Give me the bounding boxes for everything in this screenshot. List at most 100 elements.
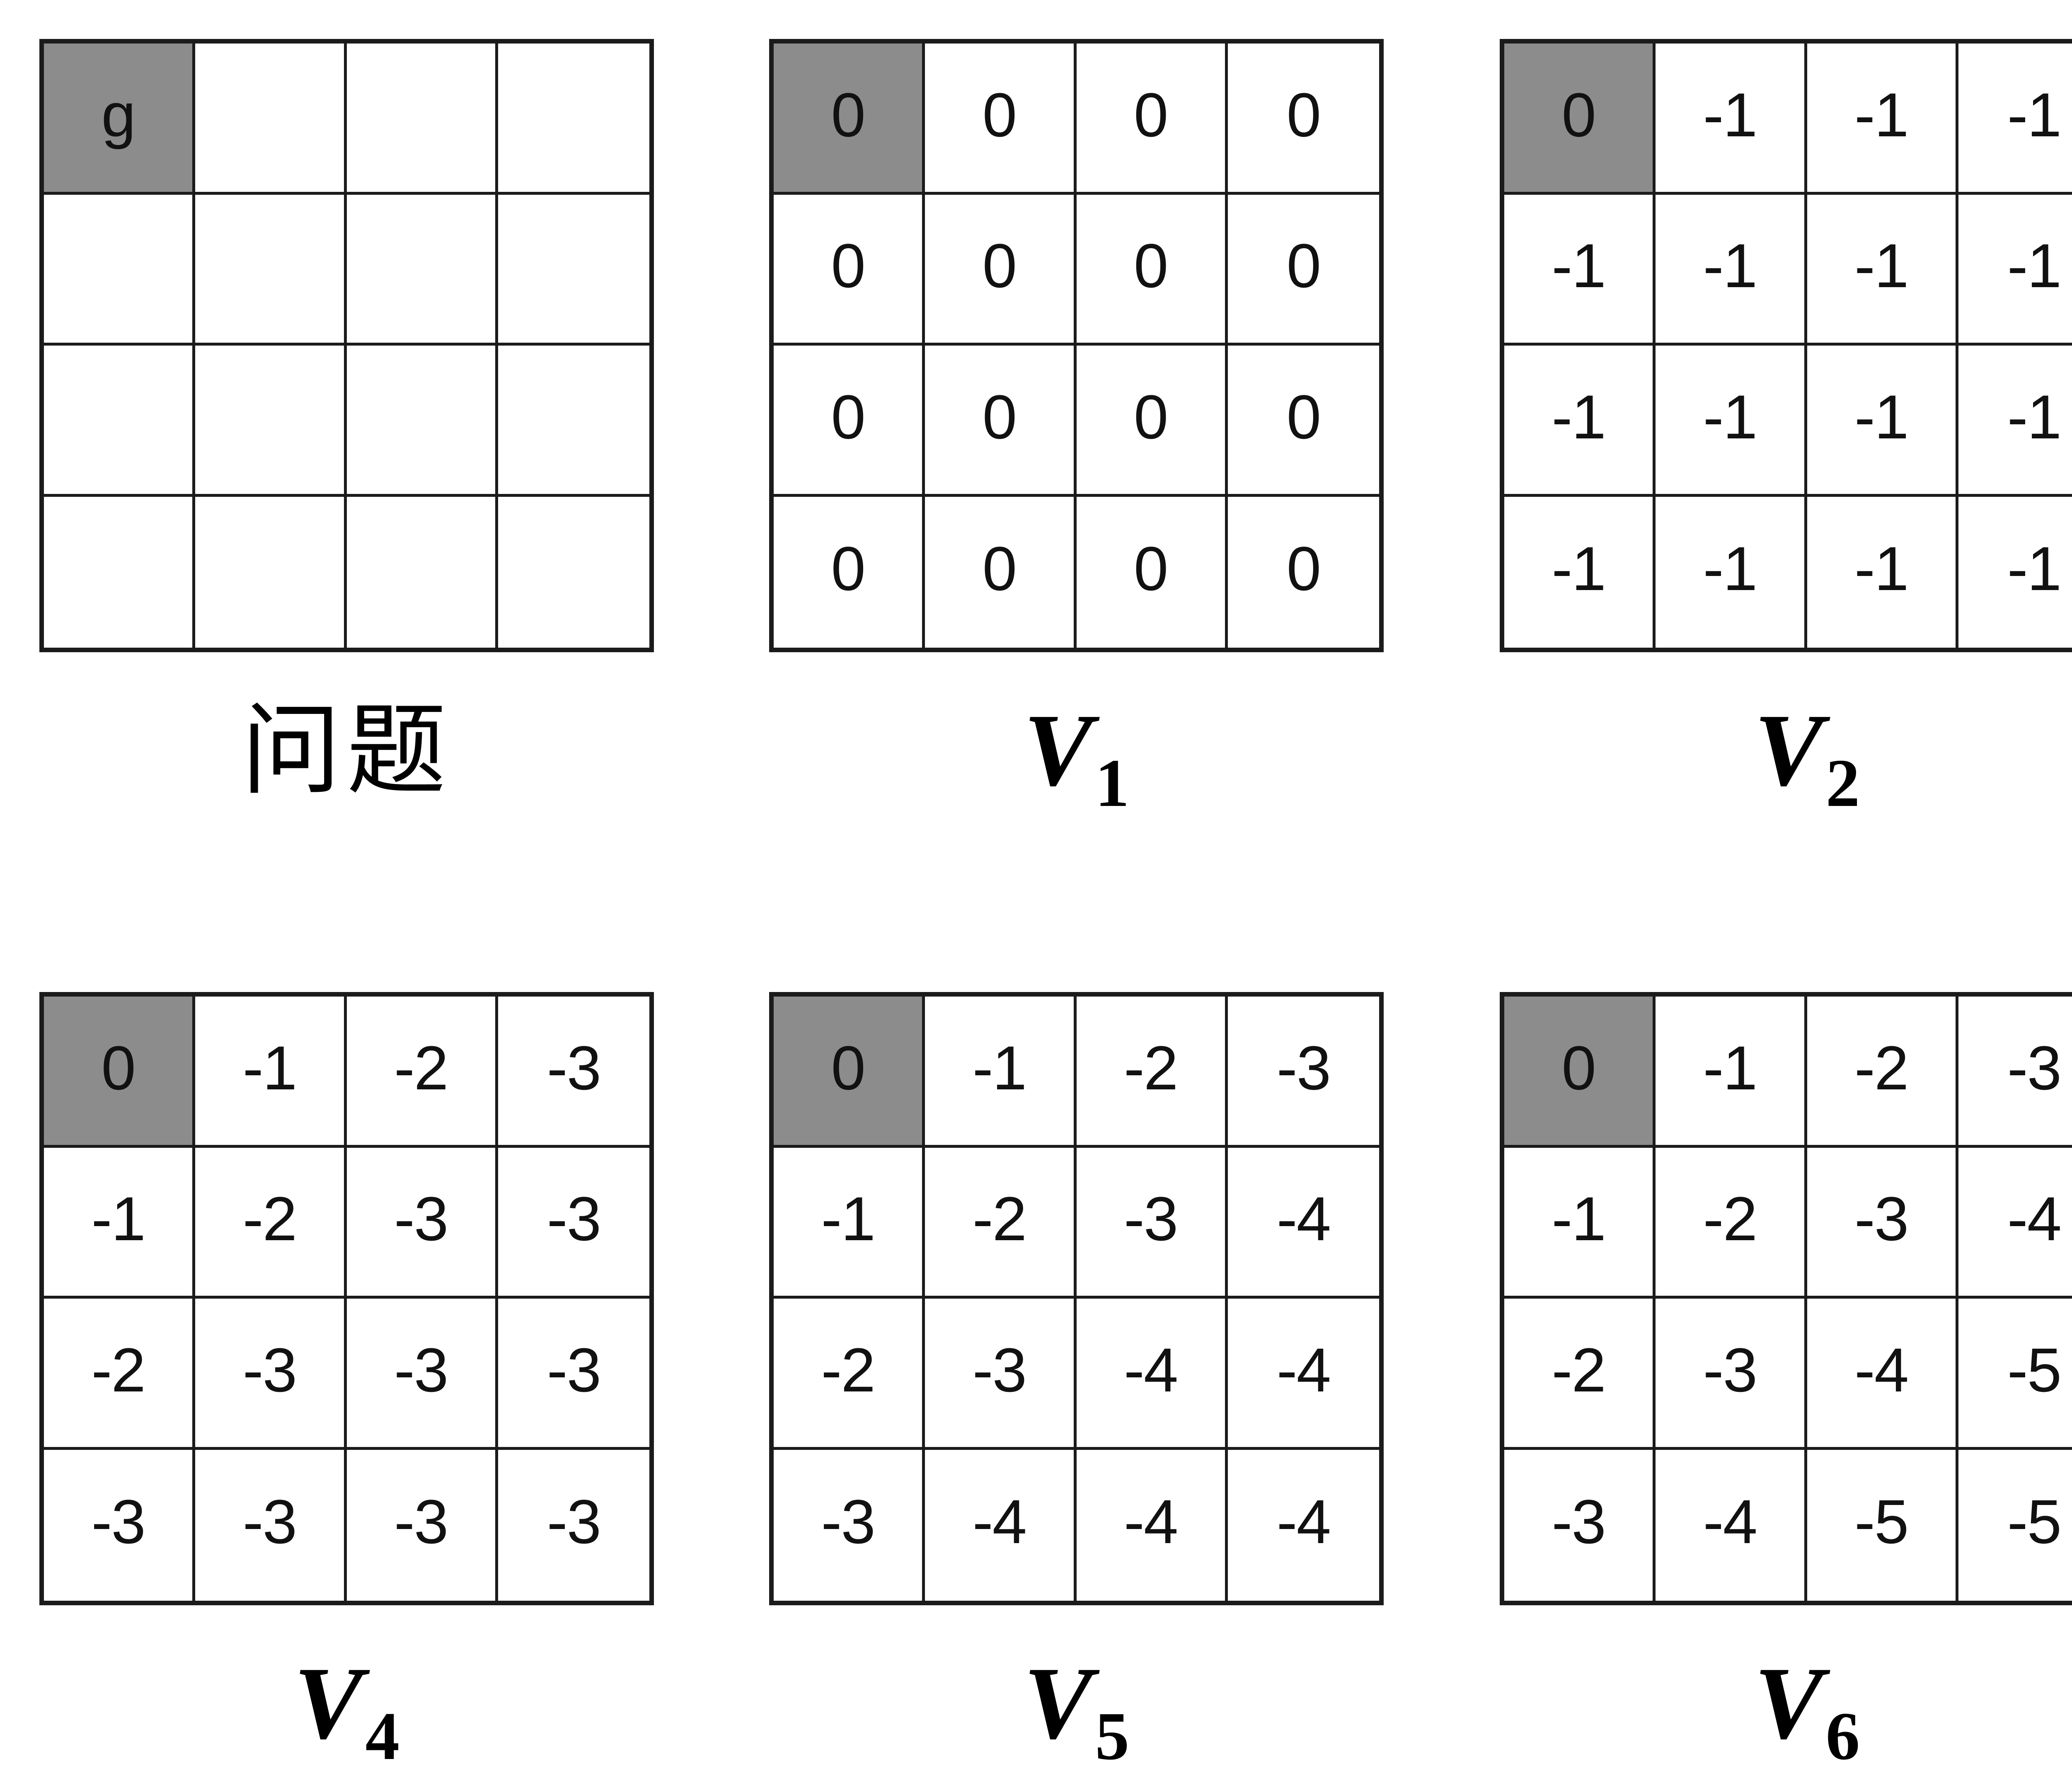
grid-cell[interactable]: -4 (1076, 1299, 1228, 1450)
grid-cell[interactable]: -3 (1656, 1299, 1807, 1450)
grid-cell[interactable]: -3 (1504, 1449, 1656, 1601)
grid-cell[interactable] (346, 346, 498, 497)
grid-cell[interactable]: -2 (44, 1299, 196, 1450)
grid-cell[interactable] (346, 44, 498, 195)
grid-cell[interactable]: -4 (1227, 1147, 1379, 1299)
grid-cell[interactable]: -4 (1227, 1449, 1379, 1601)
grid-cell[interactable]: -3 (498, 1449, 649, 1601)
grid-cell[interactable]: 0 (1227, 194, 1379, 346)
grid-cell[interactable]: 0 (1076, 496, 1228, 648)
grid-cell[interactable]: 0 (1076, 44, 1228, 195)
cell-value: 0 (831, 533, 865, 603)
grid-cell[interactable] (498, 346, 649, 497)
grid-cell[interactable]: -4 (1656, 1449, 1807, 1601)
grid-cell[interactable]: -1 (1958, 44, 2072, 195)
grid-cell[interactable]: -1 (1958, 346, 2072, 497)
grid-cell[interactable]: -3 (1958, 997, 2072, 1148)
grid-cell[interactable] (498, 496, 649, 648)
grid-cell[interactable]: -3 (346, 1299, 498, 1450)
grid-cell[interactable]: -1 (1656, 496, 1807, 648)
grid-cell[interactable]: -4 (1076, 1449, 1228, 1601)
grid-cell[interactable]: 0 (774, 346, 925, 497)
grid-cell[interactable]: -1 (1504, 1147, 1656, 1299)
grid-cell[interactable]: -1 (44, 1147, 196, 1299)
grid-cell[interactable]: -4 (1958, 1147, 2072, 1299)
grid-cell[interactable] (44, 496, 196, 648)
grid-cell[interactable] (44, 194, 196, 346)
grid-cell[interactable]: -5 (1958, 1449, 2072, 1601)
grid-cell[interactable]: -3 (195, 1449, 347, 1601)
grid-cell[interactable] (195, 496, 347, 648)
grid-cell[interactable] (195, 346, 347, 497)
grid-cell[interactable]: -2 (346, 997, 498, 1148)
grid-cell[interactable]: -1 (1504, 346, 1656, 497)
grid-cell[interactable]: -2 (774, 1299, 925, 1450)
grid-cell-shaded[interactable]: 0 (1504, 997, 1656, 1148)
grid-cell[interactable]: -2 (1076, 997, 1228, 1148)
grid-cell[interactable] (44, 346, 196, 497)
cell-value: -3 (547, 1033, 601, 1103)
grid-cell[interactable]: -1 (925, 997, 1077, 1148)
grid-cell[interactable]: 0 (1076, 194, 1228, 346)
grid-cell[interactable]: 0 (1227, 44, 1379, 195)
grid-cell[interactable]: -3 (195, 1299, 347, 1450)
grid-cell[interactable] (498, 194, 649, 346)
grid-cell[interactable]: -3 (1227, 997, 1379, 1148)
grid-cell[interactable]: 0 (925, 346, 1077, 497)
grid-cell[interactable]: 0 (925, 496, 1077, 648)
grid-cell[interactable]: 0 (774, 496, 925, 648)
grid-cell[interactable]: -2 (1504, 1299, 1656, 1450)
grid-cell[interactable]: -1 (1958, 496, 2072, 648)
grid-cell[interactable]: 0 (1076, 346, 1228, 497)
grid-cell[interactable]: 0 (925, 194, 1077, 346)
grid-cell-shaded[interactable]: 0 (774, 44, 925, 195)
grid-cell[interactable]: -1 (1504, 194, 1656, 346)
grid-cell[interactable] (498, 44, 649, 195)
grid-cell[interactable]: 0 (1227, 346, 1379, 497)
grid-cell[interactable]: -1 (1807, 194, 1958, 346)
grid-cell[interactable]: -2 (195, 1147, 347, 1299)
grid-cell[interactable]: -1 (774, 1147, 925, 1299)
grid-cell-shaded[interactable]: 0 (44, 997, 196, 1148)
grid-cell[interactable] (195, 44, 347, 195)
grid-cell[interactable]: 0 (774, 194, 925, 346)
grid-cell[interactable]: -5 (1807, 1449, 1958, 1601)
grid-cell[interactable]: -3 (498, 997, 649, 1148)
grid-cell-shaded[interactable]: 0 (1504, 44, 1656, 195)
grid-cell[interactable]: -3 (44, 1449, 196, 1601)
grid-cell[interactable]: -3 (498, 1147, 649, 1299)
grid-cell[interactable]: -1 (1656, 44, 1807, 195)
grid-cell[interactable]: -3 (925, 1299, 1077, 1450)
grid-cell[interactable]: -1 (1807, 496, 1958, 648)
grid-cell[interactable]: -3 (346, 1147, 498, 1299)
grid-cell[interactable]: -3 (1807, 1147, 1958, 1299)
grid-cell[interactable]: -1 (1958, 194, 2072, 346)
grid-cell[interactable]: -3 (498, 1299, 649, 1450)
grid-cell[interactable]: -1 (1504, 496, 1656, 648)
grid-cell[interactable]: -4 (925, 1449, 1077, 1601)
grid-cell[interactable]: -1 (1656, 997, 1807, 1148)
grid-cell[interactable]: -2 (1656, 1147, 1807, 1299)
grid-cell[interactable]: -3 (774, 1449, 925, 1601)
grid-cell[interactable]: 0 (925, 44, 1077, 195)
grid-cell[interactable]: -2 (925, 1147, 1077, 1299)
grid-cell-shaded[interactable]: 0 (774, 997, 925, 1148)
grid-cell[interactable]: -3 (1076, 1147, 1228, 1299)
grid-cell[interactable]: -1 (1656, 346, 1807, 497)
grid-cell[interactable] (195, 194, 347, 346)
grid-cell[interactable] (346, 194, 498, 346)
grid-cell-shaded[interactable]: g (44, 44, 196, 195)
grid-cell[interactable]: -1 (1656, 194, 1807, 346)
grid-cell[interactable]: -1 (1807, 44, 1958, 195)
grid-cell[interactable]: 0 (1227, 496, 1379, 648)
grid-cell[interactable]: -3 (346, 1449, 498, 1601)
cell-value: -4 (1854, 1335, 1909, 1405)
grid-cell[interactable]: -1 (195, 997, 347, 1148)
grid-cell[interactable]: -4 (1227, 1299, 1379, 1450)
panel-label-base: V (1754, 1646, 1823, 1761)
grid-cell[interactable]: -2 (1807, 997, 1958, 1148)
grid-cell[interactable] (346, 496, 498, 648)
grid-cell[interactable]: -5 (1958, 1299, 2072, 1450)
grid-cell[interactable]: -4 (1807, 1299, 1958, 1450)
grid-cell[interactable]: -1 (1807, 346, 1958, 497)
